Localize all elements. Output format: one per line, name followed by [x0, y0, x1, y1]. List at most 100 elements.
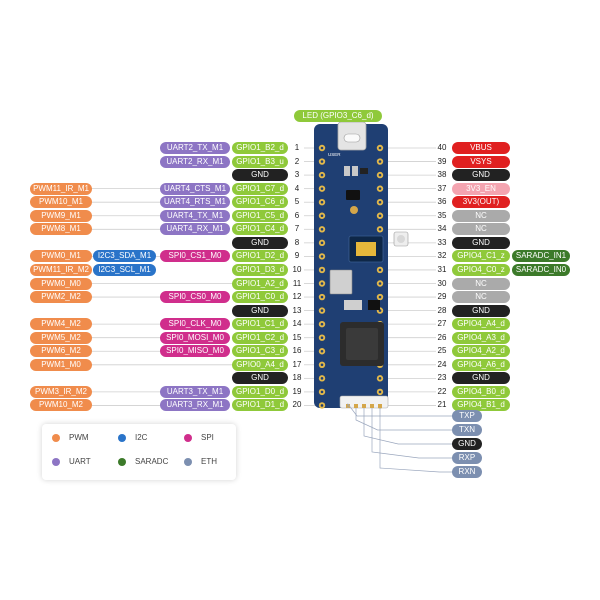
left-pin-17-pwm-tag: PWM1_M0: [30, 358, 92, 371]
left-pin-11-pwm-tag: PWM0_M0: [30, 277, 92, 290]
left-pin-10-gpio: GPIO1_D3_d: [232, 263, 288, 276]
left-pin-5-number: 5: [294, 197, 300, 207]
right-pin-23-number: 23: [437, 373, 447, 383]
user-label: USER: [328, 152, 341, 157]
left-pin-9-number: 9: [294, 251, 300, 261]
right-pin-28-gpio: GND: [452, 304, 510, 317]
right-pin-34-gpio: NC: [452, 223, 510, 236]
left-pin-9-spi-tag: SPI0_CS1_M0: [160, 250, 230, 263]
legend-swatch-spi: [184, 434, 192, 442]
left-pin-20-number: 20: [292, 400, 302, 410]
left-pin-9-pwm-tag: PWM0_M1: [30, 250, 92, 263]
right-pin-37-gpio: 3V3_EN: [452, 182, 510, 195]
left-pin-15-gpio: GPIO1_C2_d: [232, 331, 288, 344]
right-pin-29-gpio: NC: [452, 291, 510, 304]
left-pin-6-number: 6: [294, 210, 300, 220]
legend-label-spi: SPI: [201, 433, 214, 442]
left-pin-9-i2c-tag: I2C3_SDA_M1: [93, 250, 156, 263]
left-pin-20-pwm-tag: PWM10_M2: [30, 399, 92, 412]
right-pin-39-gpio: VSYS: [452, 155, 510, 168]
left-pin-4-number: 4: [294, 183, 300, 193]
left-pin-10-number: 10: [292, 264, 302, 274]
left-pin-14-number: 14: [292, 319, 302, 329]
left-pin-8-gpio: GND: [232, 236, 288, 249]
right-pin-35-gpio: NC: [452, 209, 510, 222]
legend-swatch-uart: [52, 458, 60, 466]
right-pin-33-number: 33: [437, 237, 447, 247]
left-pin-10-pwm-tag: PWM11_IR_M2: [30, 263, 92, 276]
right-pin-33-gpio: GND: [452, 236, 510, 249]
right-pin-25-number: 25: [437, 346, 447, 356]
left-pin-15-spi-tag: SPI0_MOSI_M0: [160, 331, 230, 344]
left-pin-12-pwm-tag: PWM2_M2: [30, 291, 92, 304]
left-pin-12-number: 12: [292, 292, 302, 302]
right-pin-27-number: 27: [437, 319, 447, 329]
legend-label-uart: UART: [69, 457, 91, 466]
left-pin-12-gpio: GPIO1_C0_d: [232, 291, 288, 304]
right-pin-21-number: 21: [437, 400, 447, 410]
right-pin-38-number: 38: [437, 170, 447, 180]
left-pin-5-gpio: GPIO1_C6_d: [232, 196, 288, 209]
eth-pin-gnd-3: GND: [452, 438, 482, 450]
left-pin-6-pwm-tag: PWM9_M1: [30, 209, 92, 222]
left-pin-9-gpio: GPIO1_D2_d: [232, 250, 288, 263]
eth-pin-rxn-5: RXN: [452, 466, 482, 478]
left-pin-7-uart-tag: UART4_RX_M1: [160, 223, 230, 236]
left-pin-15-number: 15: [292, 332, 302, 342]
right-pin-40-number: 40: [437, 143, 447, 152]
left-pin-6-uart-tag: UART4_TX_M1: [160, 209, 230, 222]
eth-pin-rxp-4: RXP: [452, 452, 482, 464]
left-pin-4-gpio: GPIO1_C7_d: [232, 182, 288, 195]
left-pin-2-uart-tag: UART2_RX_M1: [160, 155, 230, 168]
right-pin-34-number: 34: [437, 224, 447, 234]
legend-label-eth: ETH: [201, 457, 217, 466]
left-pin-4-uart-tag: UART4_CTS_M1: [160, 182, 230, 195]
right-pin-40-gpio: VBUS: [452, 142, 510, 154]
left-pin-2-gpio: GPIO1_B3_u: [232, 155, 288, 168]
legend-swatch-eth: [184, 458, 192, 466]
left-pin-7-number: 7: [294, 224, 300, 234]
left-pin-7-pwm-tag: PWM8_M1: [30, 223, 92, 236]
sd-slot: [329, 269, 353, 295]
left-pin-8-number: 8: [294, 237, 300, 247]
boot-label: BOOT: [392, 250, 405, 255]
right-pin-22-number: 22: [437, 386, 447, 396]
left-pin-13-gpio: GND: [232, 304, 288, 317]
left-pin-3-gpio: GND: [232, 169, 288, 182]
left-pin-12-spi-tag: SPI0_CS0_M0: [160, 291, 230, 304]
left-pin-18-gpio: GND: [232, 372, 288, 385]
legend-swatch-pwm: [52, 434, 60, 442]
legend-label-i2c: I2C: [135, 433, 148, 442]
left-pin-17-number: 17: [292, 359, 302, 369]
eth-pin-txn-2: TXN: [452, 424, 482, 436]
left-pin-5-pwm-tag: PWM10_M1: [30, 196, 92, 209]
left-pin-19-uart-tag: UART3_TX_M1: [160, 385, 230, 398]
right-pin-38-gpio: GND: [452, 169, 510, 182]
right-pin-36-number: 36: [437, 197, 447, 207]
left-pin-19-gpio: GPIO1_D0_d: [232, 385, 288, 398]
left-pin-7-gpio: GPIO1_C4_d: [232, 223, 288, 236]
left-pin-17-gpio: GPIO0_A4_d: [232, 358, 288, 371]
left-pin-16-pwm-tag: PWM6_M2: [30, 345, 92, 358]
right-pin-25-gpio: GPIO4_A2_d: [452, 345, 510, 358]
left-pin-13-number: 13: [292, 305, 302, 315]
left-pin-14-pwm-tag: PWM4_M2: [30, 318, 92, 331]
left-pin-18-number: 18: [292, 373, 302, 383]
right-pin-24-number: 24: [437, 359, 447, 369]
right-pin-36-gpio: 3V3(OUT): [452, 196, 510, 209]
left-pin-1-gpio: GPIO1_B2_d: [232, 142, 288, 154]
right-pin-31-number: 31: [437, 264, 447, 274]
left-pin-14-spi-tag: SPI0_CLK_M0: [160, 318, 230, 331]
eth-pin-txp-1: TXP: [452, 410, 482, 422]
right-pin-29-number: 29: [437, 292, 447, 302]
left-pin-10-i2c-tag: I2C3_SCL_M1: [93, 263, 156, 276]
left-pin-11-number: 11: [292, 278, 302, 288]
right-pin-32-gpio: GPIO4_C1_z: [452, 250, 510, 263]
left-pin-4-pwm-tag: PWM11_IR_M1: [30, 182, 92, 195]
led-label: LED (GPIO3_C6_d): [294, 110, 382, 122]
right-pin-26-gpio: GPIO4_A3_d: [452, 331, 510, 344]
left-pin-20-gpio: GPIO1_D1_d: [232, 399, 288, 412]
right-pin-26-number: 26: [437, 332, 447, 342]
